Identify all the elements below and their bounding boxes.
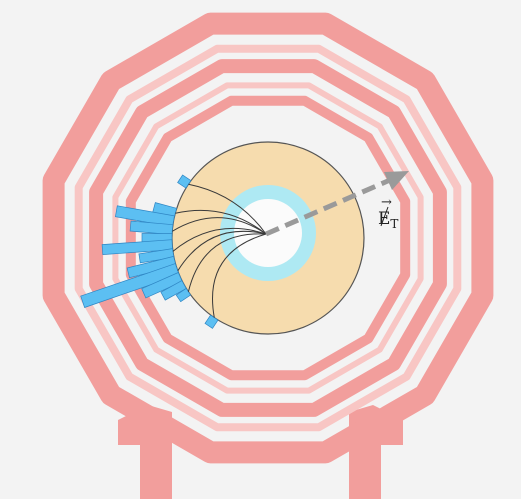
- dashed-arrow-icon: [265, 177, 391, 237]
- met-vector-arrow: →: [381, 195, 392, 210]
- energy-deposit-6: [101, 239, 173, 255]
- energy-deposit-11: [160, 280, 187, 301]
- inner-detector: [171, 141, 365, 335]
- energy-deposit-13: [204, 314, 219, 329]
- arrow-head-icon: [384, 171, 409, 190]
- track-4: [172, 227, 267, 252]
- met-symbol: ET: [378, 209, 398, 231]
- met-slash: [380, 206, 389, 227]
- particle-tracks: [171, 183, 267, 318]
- muon-ring-4: [112, 82, 424, 394]
- met-arrow: [265, 171, 409, 237]
- track-7: [212, 233, 267, 318]
- energy-deposit-4: [129, 220, 174, 235]
- energy-deposit-3: [114, 205, 175, 228]
- track-3: [171, 217, 267, 235]
- met-label: ET →: [378, 195, 398, 231]
- muon-system: [42, 12, 494, 464]
- muon-ring-3: [89, 59, 447, 417]
- muon-ring-1: [42, 12, 494, 464]
- muon-ring-2: [74, 44, 462, 432]
- track-6: [187, 233, 267, 292]
- track-2: [175, 209, 267, 235]
- track-1: [188, 183, 267, 235]
- energy-deposit-7: [138, 248, 175, 264]
- energy-deposit-8: [126, 255, 177, 279]
- track-5: [177, 230, 267, 272]
- energy-deposit-9: [80, 263, 180, 308]
- energy-deposit-10: [141, 272, 183, 299]
- energy-deposits: [80, 174, 219, 329]
- energy-deposit-1: [177, 174, 192, 189]
- muon-ring-5: [125, 95, 411, 381]
- energy-deposit-12: [175, 287, 192, 303]
